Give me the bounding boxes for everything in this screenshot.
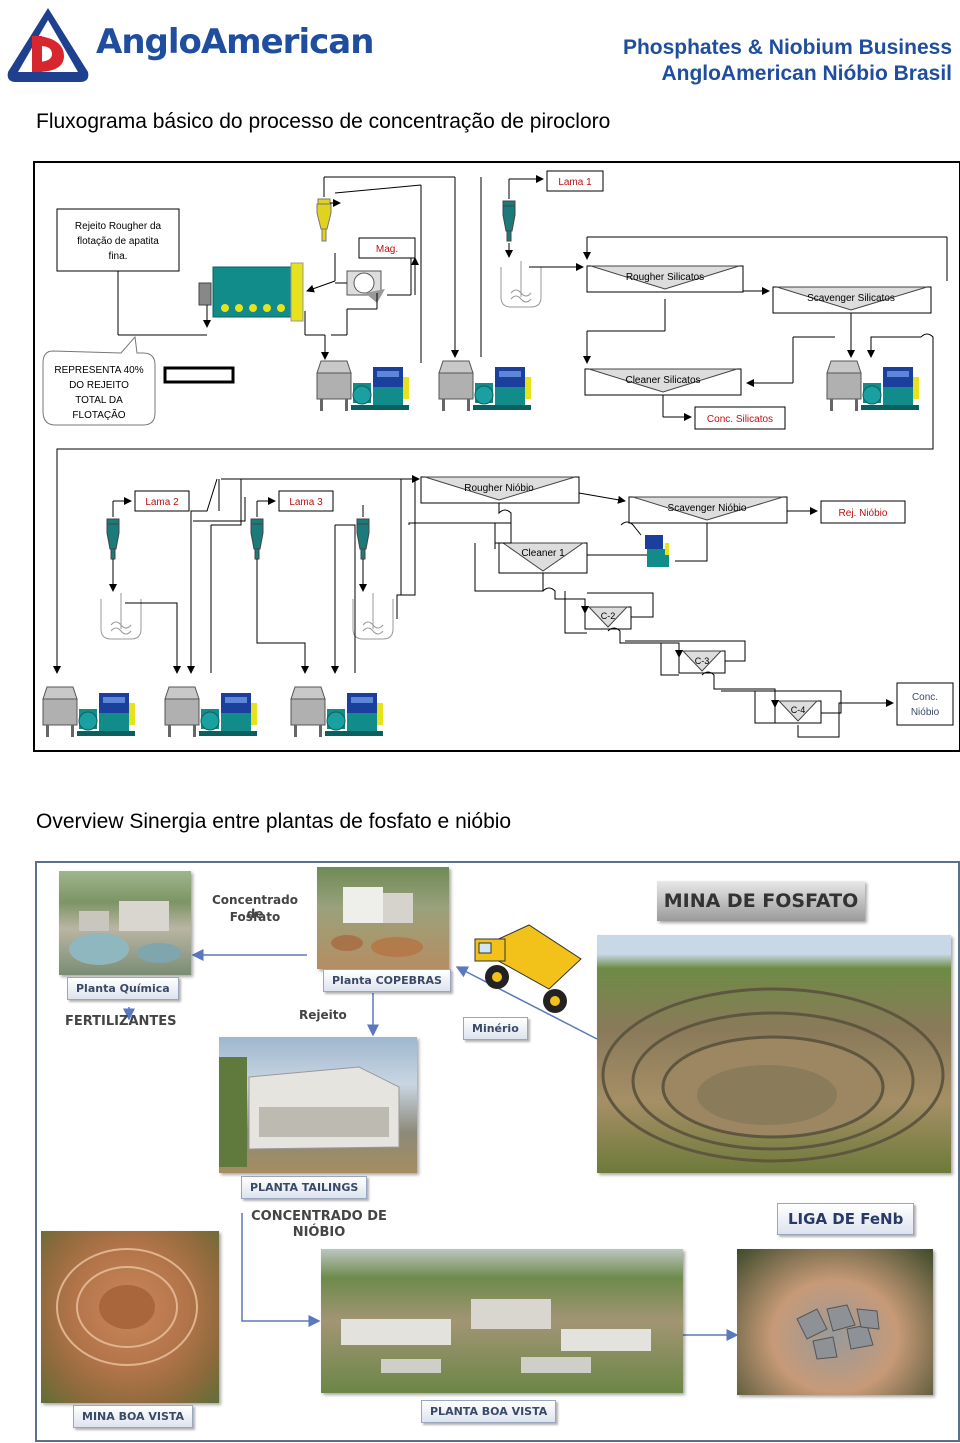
liga-fenb-illustration (796, 1304, 880, 1360)
lama3-label: Lama 3 (289, 497, 323, 508)
overview-title: Overview Sinergia entre plantas de fosfa… (36, 810, 512, 833)
conc-niobio-line2: Nióbio (911, 707, 940, 718)
planta-quimica-photo (59, 871, 191, 975)
representa-line4: FLOTAÇÃO (72, 408, 125, 421)
rougher-silicatos-label: Rougher Silicatos (626, 272, 704, 283)
planta-quimica-illustration (69, 901, 181, 965)
rejeito-rougher-line1: Rejeito Rougher da (75, 221, 162, 232)
lama1-label: Lama 1 (558, 177, 592, 188)
c3-label: C-3 (695, 656, 710, 666)
overview-panel: Planta Química FERTILIZANTES Concentrado… (35, 861, 960, 1442)
lama2-label: Lama 2 (145, 497, 179, 508)
flowsheet-diagram: Rejeito Rougher da flotação de apatita f… (33, 161, 960, 752)
planta-copebras-tag: Planta COPEBRAS (323, 969, 451, 992)
mina-boa-vista-photo (41, 1231, 219, 1403)
mina-boa-vista-tag: MINA BOA VISTA (73, 1405, 194, 1428)
conc-niobio-line1: Conc. (912, 692, 938, 703)
planta-tailings-tag: PLANTA TAILINGS (241, 1176, 368, 1199)
c4-label: C-4 (791, 705, 806, 715)
concentrado-niobio-line2: NIÓBIO (292, 1225, 346, 1240)
brand-name: AngloAmerican (96, 22, 374, 62)
header-business-line: Phosphates & Niobium Business (622, 36, 952, 59)
planta-boa-vista-illustration (341, 1299, 651, 1373)
cleaner-silicatos-label: Cleaner Silicatos (625, 375, 700, 386)
cleaner1-label: Cleaner 1 (521, 548, 565, 559)
anglo-logo (6, 6, 90, 84)
mina-fosfato-illustration (601, 987, 945, 1163)
liga-fenb-photo (737, 1249, 933, 1395)
representa-line3: TOTAL DA (75, 395, 123, 406)
liga-fenb-tag: LIGA DE FeNb (777, 1203, 915, 1235)
c2-label: C-2 (601, 611, 616, 621)
planta-tailings-illustration (219, 1057, 400, 1167)
mag-label: Mag. (376, 244, 398, 255)
representa-line2: DO REJEITO (69, 380, 129, 391)
concentrado-fosfato-line1: Concentrado de (212, 893, 298, 921)
mina-fosfato-photo (597, 935, 951, 1173)
overview-arrows (123, 949, 739, 1341)
rougher-niobio-label: Rougher Nióbio (464, 483, 534, 494)
anglo-logo-icon (7, 8, 89, 82)
planta-copebras-illustration (331, 887, 423, 957)
planta-boa-vista-tag: PLANTA BOA VISTA (421, 1400, 557, 1423)
mina-fosfato-label: MINA DE FOSFATO (663, 890, 859, 912)
concentrado-niobio-line1: CONCENTRADO DE (251, 1209, 387, 1224)
rej-niobio-label: Rej. Nióbio (839, 508, 888, 519)
planta-copebras-photo (317, 867, 449, 969)
mina-boa-vista-illustration (56, 1248, 198, 1366)
header-company-line: AngloAmerican Nióbio Brasil (661, 62, 952, 85)
rejeito-label: Rejeito (299, 1008, 347, 1022)
flowchart-title: Fluxograma básico do processo de concent… (36, 110, 611, 133)
haul-truck-icon (474, 924, 582, 1013)
concentrado-fosfato-line2: Fosfato (229, 910, 281, 924)
scavenger-niobio-label: Scavenger Nióbio (668, 503, 747, 514)
planta-quimica-tag: Planta Química (67, 977, 179, 1000)
mina-fosfato-banner: MINA DE FOSFATO (657, 881, 865, 921)
planta-tailings-photo (219, 1037, 417, 1173)
minerio-tag: Minério (463, 1017, 528, 1040)
representa-line1: REPRESENTA 40% (54, 365, 143, 376)
conc-silicatos-label: Conc. Silicatos (707, 414, 773, 425)
fertilizantes-label: FERTILIZANTES (65, 1014, 177, 1029)
rejeito-rougher-line3: fina. (109, 251, 128, 262)
flowsheet-canvas: Rejeito Rougher da flotação de apatita f… (42, 170, 954, 738)
rejeito-rougher-line2: flotação de apatita (77, 236, 159, 247)
scavenger-silicatos-label: Scavenger Silicatos (807, 293, 895, 304)
planta-boa-vista-photo (321, 1249, 683, 1393)
